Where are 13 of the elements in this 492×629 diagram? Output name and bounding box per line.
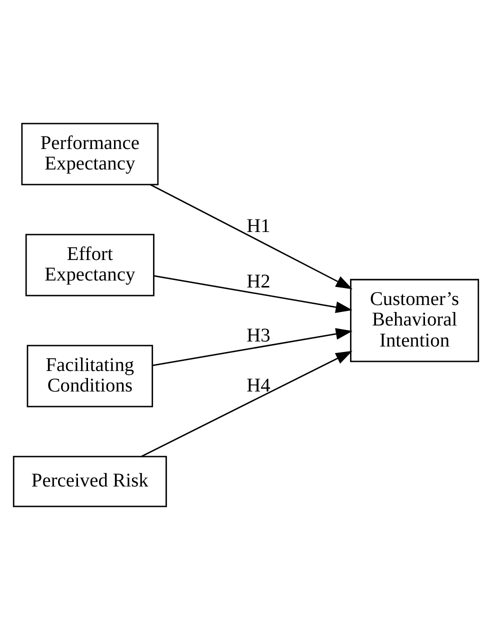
node-box: Effort Expectancy (25, 233, 154, 296)
node-box: Customer’s Behavioral Intention (350, 278, 480, 362)
arrow (150, 183, 353, 289)
edge-label: H1 (246, 216, 270, 237)
node-box: Facilitating Conditions (26, 344, 154, 407)
arrow (154, 274, 352, 312)
edge-label: H3 (246, 325, 270, 346)
node-box: Performance Expectancy (21, 122, 159, 185)
edge-label: H2 (246, 271, 270, 292)
node-box: Perceived Risk (12, 455, 167, 507)
edge-label: H4 (246, 375, 270, 396)
arrow (152, 328, 353, 366)
arrow (141, 350, 352, 456)
